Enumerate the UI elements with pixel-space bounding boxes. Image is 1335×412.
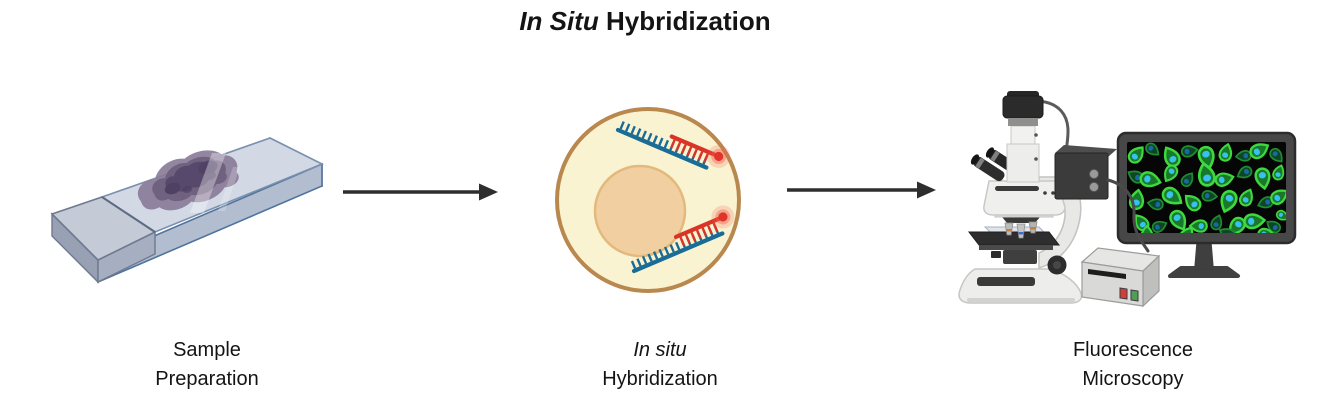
power-control-box — [1080, 247, 1161, 308]
head-dot — [1043, 191, 1047, 195]
power-button-green — [1130, 289, 1139, 302]
base-shadow — [967, 298, 1075, 302]
camera-mount-collar — [1008, 118, 1038, 126]
stage-underside — [979, 245, 1053, 250]
tube-screw — [1034, 133, 1038, 137]
head-slit — [995, 186, 1039, 191]
connector-port — [1088, 181, 1100, 193]
monitor-screen — [1127, 142, 1286, 233]
fluorescence-microscopy-illustration — [958, 91, 1297, 308]
arrow-head — [917, 181, 936, 199]
label-line: Microscopy — [1082, 368, 1184, 390]
label-line: Hybridization — [602, 368, 718, 390]
illuminator-box — [1054, 145, 1117, 200]
label-line: Sample — [173, 339, 241, 361]
label-line: Preparation — [155, 368, 259, 390]
focus-knob-center — [1053, 261, 1061, 269]
microscope-slide-illustration — [50, 136, 324, 284]
connector-port — [1088, 168, 1100, 180]
diagram-title-rest: Hybridization — [598, 6, 771, 36]
microscope-stage — [967, 231, 1061, 246]
tissue-sample — [130, 141, 245, 220]
step-label-sample-preparation: Sample Preparation — [155, 336, 258, 394]
slide-reflection — [190, 153, 226, 213]
phototube-upper — [1010, 125, 1036, 146]
label-line: Fluorescence — [1072, 339, 1194, 361]
monitor — [1116, 131, 1297, 278]
stage-knob — [991, 251, 1001, 258]
step-label-fluorescence-microscopy: Fluorescence Microscopy — [1073, 336, 1193, 394]
cell-nucleus — [593, 164, 687, 258]
step-label-in-situ-hybridization: In situ Hybridization — [602, 336, 718, 394]
objective-lenses — [1004, 221, 1038, 239]
microscope — [958, 91, 1117, 304]
slide-reflection-2 — [218, 167, 240, 211]
base-front-panel — [977, 277, 1035, 286]
arrow-right-icon — [343, 183, 498, 201]
arrow-right-icon — [787, 181, 936, 199]
cell-hybridization-illustration — [555, 98, 748, 293]
label-line-italic: In situ — [633, 339, 687, 361]
control-box-slot — [1088, 269, 1126, 279]
arrow-head — [479, 183, 498, 201]
diagram-title-italic-part: In Situ — [519, 6, 599, 36]
monitor-cable — [1106, 178, 1150, 253]
diagram-title: In Situ Hybridization — [519, 6, 770, 37]
power-button-red — [1119, 287, 1128, 300]
camera — [1002, 95, 1044, 119]
condenser — [1003, 250, 1037, 264]
phototube — [1006, 143, 1040, 183]
tube-screw — [1034, 157, 1038, 161]
slide-frosted-boundary — [101, 196, 156, 233]
head-dot — [1051, 191, 1055, 195]
